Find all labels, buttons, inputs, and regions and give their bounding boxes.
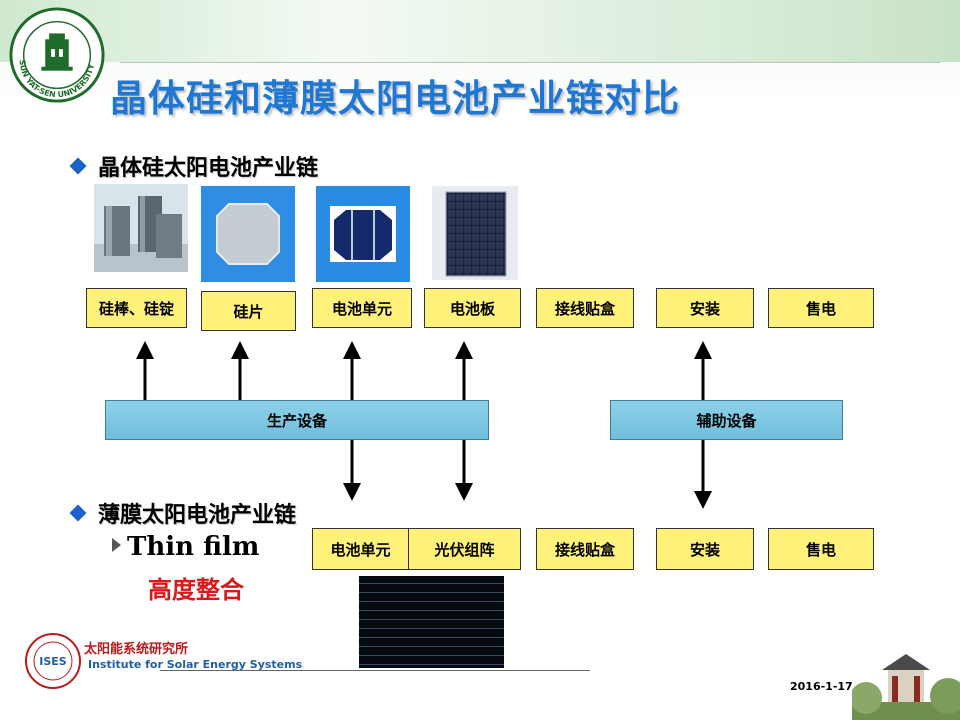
stage-sell-power: 售电	[768, 288, 874, 328]
wafer-image	[201, 186, 295, 282]
diamond-bullet-icon	[69, 504, 87, 522]
thin-stage-junction-box: 接线贴盒	[536, 528, 634, 570]
thin-stage-cell: 电池单元	[312, 528, 409, 570]
institute-name-cn: 太阳能系统研究所	[84, 642, 189, 657]
thinfilm-module-image	[359, 576, 504, 668]
ingot-image	[94, 184, 188, 272]
header-divider	[120, 62, 940, 63]
auxiliary-equipment-bar: 辅助设备	[610, 400, 843, 440]
solar-panel-image	[432, 186, 518, 280]
stage-ingot: 硅棒、硅锭	[86, 288, 187, 328]
thinfilm-sub-en: Thin film	[127, 532, 260, 562]
diamond-bullet-icon	[69, 157, 87, 175]
thinfilm-heading-text: 薄膜太阳电池产业链	[98, 503, 297, 528]
stage-junction-box: 接线贴盒	[536, 288, 634, 328]
university-logo: SUN YAT-SEN UNIVERSITY	[9, 7, 105, 103]
page-title: 晶体硅和薄膜太阳电池产业链对比	[110, 77, 680, 120]
thin-stage-pv-array: 光伏组阵	[408, 528, 521, 570]
thinfilm-subheading: Thin film	[112, 532, 259, 562]
highly-integrated-label: 高度整合	[148, 576, 244, 604]
header-band	[0, 0, 960, 62]
solar-cell-image	[316, 186, 410, 282]
stage-install: 安装	[656, 288, 754, 328]
slide-date: 2016-1-17	[790, 680, 853, 693]
stage-wafer: 硅片	[201, 291, 296, 331]
thinfilm-heading: 薄膜太阳电池产业链	[69, 497, 297, 529]
stage-cell: 电池单元	[312, 288, 412, 328]
crystalline-heading: 晶体硅太阳电池产业链	[69, 150, 319, 182]
ises-logo-text: ISES	[39, 655, 67, 668]
stage-panel: 电池板	[424, 288, 521, 328]
crystalline-heading-text: 晶体硅太阳电池产业链	[98, 156, 319, 181]
ises-logo: ISES	[25, 633, 81, 689]
thin-stage-sell-power: 售电	[768, 528, 874, 570]
institute-name-en: Institute for Solar Energy Systems	[88, 658, 303, 671]
footer-divider	[160, 670, 590, 671]
thin-stage-install: 安装	[656, 528, 754, 570]
production-equipment-bar: 生产设备	[105, 400, 489, 440]
pavilion-decoration	[852, 654, 960, 720]
triangle-bullet-icon	[112, 538, 121, 552]
